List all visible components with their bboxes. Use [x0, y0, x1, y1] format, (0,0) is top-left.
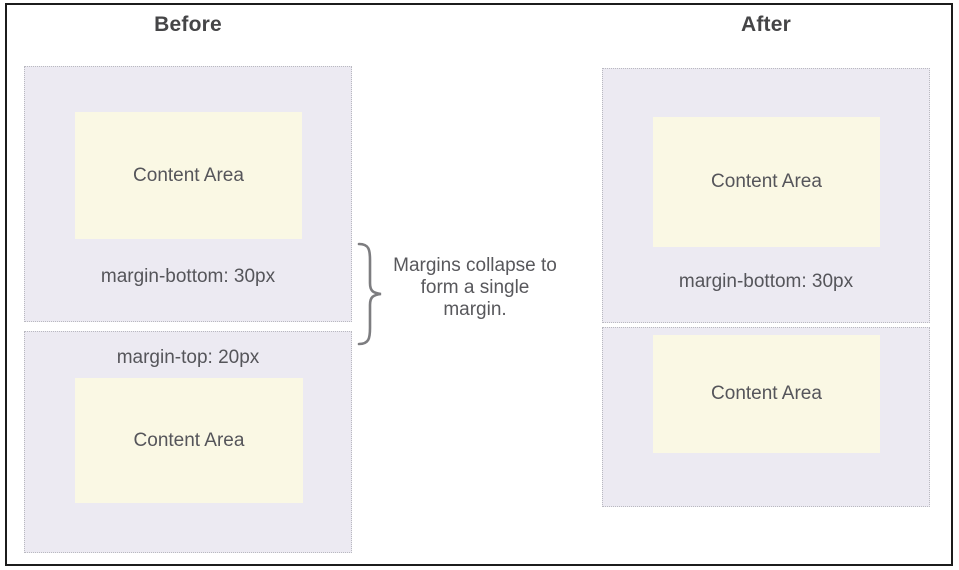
- before-margin-box-top: Content Area margin-bottom: 30px: [24, 66, 352, 322]
- before-margin-box-bottom: margin-top: 20px Content Area: [24, 331, 352, 553]
- margin-top-label: margin-top: 20px: [116, 347, 260, 368]
- content-area-box: Content Area: [653, 117, 880, 247]
- diagram-frame: Before After Content Area margin-bottom:…: [5, 3, 953, 566]
- content-area-box: Content Area: [75, 378, 303, 503]
- curly-brace-icon: [357, 242, 382, 346]
- content-area-box: Content Area: [653, 335, 880, 453]
- margin-bottom-label: margin-bottom: 30px: [678, 271, 854, 292]
- margin-bottom-label: margin-bottom: 30px: [100, 266, 276, 287]
- after-heading: After: [740, 13, 791, 36]
- content-area-box: Content Area: [75, 112, 302, 239]
- before-heading: Before: [154, 13, 222, 36]
- after-margin-box-top: Content Area margin-bottom: 30px: [602, 68, 930, 323]
- margins-collapse-annotation: Margins collapse to form a single margin…: [393, 255, 557, 320]
- after-margin-box-bottom: Content Area: [602, 327, 930, 507]
